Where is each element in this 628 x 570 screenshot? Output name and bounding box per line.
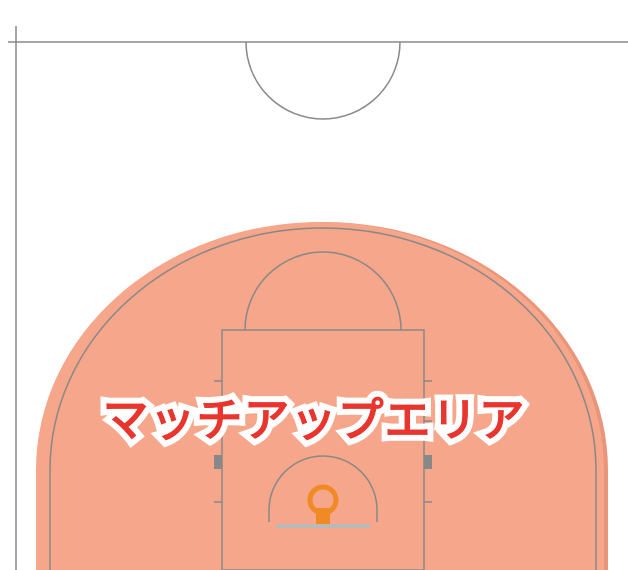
- paint-key: [221, 329, 425, 570]
- matchup-area: [36, 222, 604, 570]
- restricted-area-arc: [268, 455, 378, 522]
- free-throw-circle: [244, 251, 402, 331]
- three-point-line: [49, 227, 597, 570]
- center-circle: [245, 41, 401, 120]
- matchup-area-label-outline: マッチアップエリア: [97, 387, 531, 453]
- lane-blocks: [214, 455, 432, 469]
- matchup-area-label: マッチアップエリア: [102, 393, 526, 447]
- lane-hash-marks: [214, 380, 432, 503]
- rim-icon: [307, 484, 339, 516]
